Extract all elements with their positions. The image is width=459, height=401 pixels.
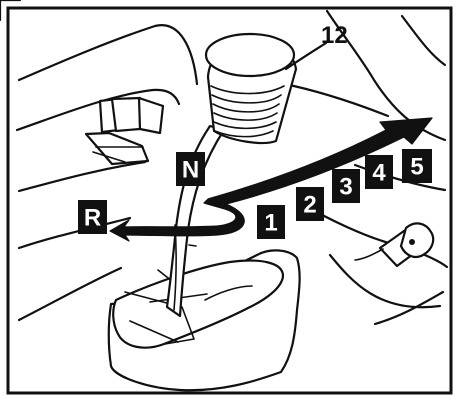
gear-label-third: 3 <box>332 169 360 203</box>
gear-label-text: 1 <box>264 210 277 237</box>
gear-label-text: 4 <box>372 160 386 187</box>
gear-label-text: N <box>182 157 199 184</box>
gear-label-neutral: N <box>176 152 205 186</box>
shifter-base <box>107 244 301 392</box>
gear-label-text: 3 <box>339 174 352 201</box>
gear-label-first: 1 <box>257 205 285 239</box>
shift-arrow <box>109 117 433 242</box>
side-handle <box>354 222 435 268</box>
shift-knob <box>204 32 298 145</box>
callout-leader: 12 <box>284 22 348 71</box>
gear-label-fifth: 5 <box>402 149 432 183</box>
callout-number: 12 <box>321 22 348 49</box>
gear-label-text: R <box>84 205 101 232</box>
gear-label-second: 2 <box>296 187 324 221</box>
gear-label-text: 2 <box>303 192 316 219</box>
gear-label-fourth: 4 <box>365 155 393 189</box>
pedal-bracket <box>84 96 165 166</box>
gear-label-reverse: R <box>78 200 107 234</box>
gear-label-text: 5 <box>410 154 423 181</box>
